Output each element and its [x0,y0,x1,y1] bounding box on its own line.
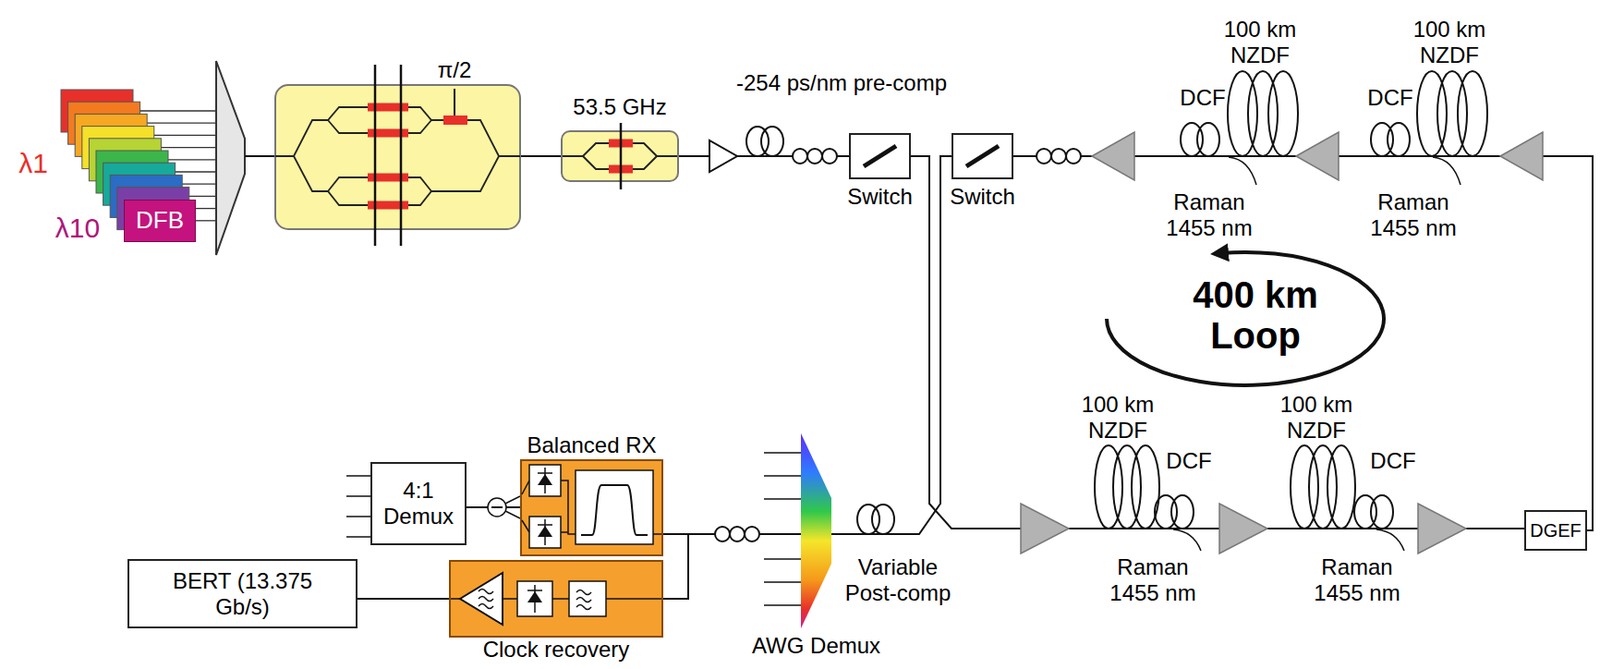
receiver-box: Balanced RX [520,459,664,557]
annotation-label: λ1 [5,147,61,181]
annotation-label: Variable Post-comp [837,554,958,606]
box-text: 4:1 Demux [379,477,458,529]
annotation-label: 100 km NZDF [1071,391,1164,443]
annotation-label: 100 km NZDF [1270,391,1363,443]
laser-box: DFB [123,199,196,243]
annotation-label: DCF [1360,448,1426,474]
fiber-link [663,533,801,599]
switch-symbol [953,134,1012,178]
component-heading: 53.5 GHz [572,95,667,120]
fiber-link [831,156,952,534]
switch-symbol [850,134,910,178]
booster-amplifier [709,140,738,172]
awg-shape [800,433,832,629]
clock-recovery-symbol [450,561,662,636]
mz-modulator-symbol [562,132,678,181]
annotation-label: Raman 1455 nm [1367,189,1460,241]
component-heading: Balanced RX [526,433,656,458]
polarization-controller [715,148,1081,542]
annotation-label: DCF [1170,84,1236,111]
component-heading: Switch [847,184,913,209]
component-heading: Switch [949,184,1016,209]
annotation-label: λ10 [49,212,106,245]
balanced-receiver-symbol [521,460,662,555]
fiber-link [1013,156,1593,531]
component-heading: Clock recovery [483,637,631,662]
annotation-label: 100 km NZDF [1403,16,1496,68]
component-heading: AWG Demux [751,633,881,658]
wdm-mux [216,60,245,255]
modulator-box: 53.5 GHz [560,130,679,182]
demux-box: 4:1 Demux [370,461,467,546]
annotation-label: π/2 [426,57,483,84]
annotation-label: Raman 1455 nm [1106,554,1200,606]
annotation-label: DCF [1156,448,1222,474]
awg-demux: AWG Demux [800,433,832,629]
annotation-label: DCF [1357,84,1423,111]
loop-amplifier [1020,132,1543,554]
fiber-link [466,506,521,509]
box-text: BERT (13.375 Gb/s) [150,568,336,619]
annotation-label: 400 km Loop [1176,274,1334,356]
awg-outputs [763,452,801,606]
loop-direction-arrow [1106,252,1384,386]
clock-recovery-box: Clock recovery [448,559,664,638]
fiber-link [357,597,449,600]
optical-switch: Switch [848,133,911,180]
annotation-label: -254 ps/nm pre-comp [675,70,1008,97]
annotation-label: Raman 1455 nm [1163,189,1256,241]
gain-equalizer-box: DGEF [1524,509,1588,551]
bert-box: BERT (13.375 Gb/s) [127,558,358,629]
optical-switch: Switch [951,133,1014,180]
fiber-coil [746,71,1488,534]
fiber-link [910,156,1525,529]
annotation-label: Raman 1455 nm [1310,554,1404,606]
demux-outputs [346,475,373,537]
annotation-label: 100 km NZDF [1213,16,1307,68]
balanced-subtractor [487,496,521,519]
iq-modulator [275,64,521,246]
box-text: DGEF [1529,520,1582,542]
box-text: DFB [135,206,184,235]
